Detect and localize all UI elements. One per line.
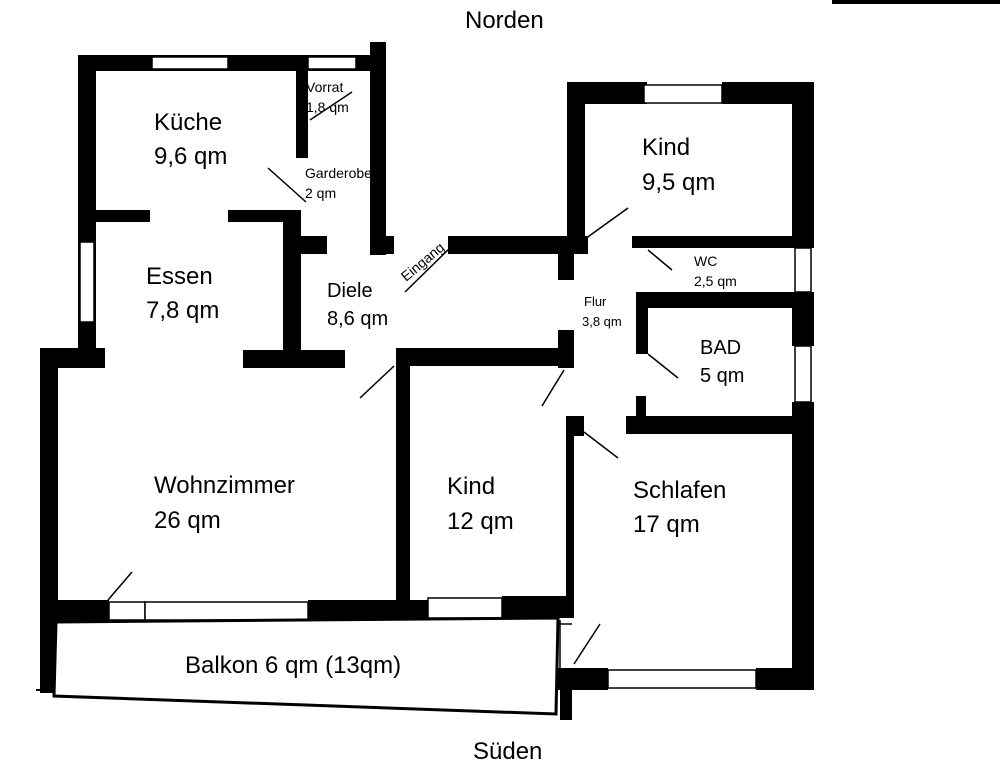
room-essen-name: Essen xyxy=(146,263,213,290)
room-schlafen-name: Schlafen xyxy=(633,477,726,504)
room-wohnzimmer-area: 26 qm xyxy=(154,507,221,534)
room-kueche-area: 9,6 qm xyxy=(154,143,227,170)
walls xyxy=(40,42,814,720)
room-diele-name: Diele xyxy=(327,280,373,302)
room-garderobe-area: 2 qm xyxy=(305,185,336,201)
label-north: Norden xyxy=(465,7,544,34)
room-flur-name: Flur xyxy=(584,294,607,309)
room-vorrat-name: Vorrat xyxy=(306,79,343,95)
room-kind-south-area: 12 qm xyxy=(447,508,514,535)
balcony-label: Balkon 6 qm (13qm) xyxy=(185,652,401,679)
top-right-line xyxy=(832,0,1000,4)
room-vorrat-area: 1,8 qm xyxy=(306,99,349,115)
balcony-outline xyxy=(52,616,560,716)
room-wohnzimmer-name: Wohnzimmer xyxy=(154,472,295,499)
room-wc-name: WC xyxy=(694,253,717,269)
room-kind-north-area: 9,5 qm xyxy=(642,169,715,196)
room-essen-area: 7,8 qm xyxy=(146,297,219,324)
room-wc-area: 2,5 qm xyxy=(694,273,737,289)
room-kueche-name: Küche xyxy=(154,109,222,136)
doors xyxy=(107,91,679,668)
room-schlafen-area: 17 qm xyxy=(633,511,700,538)
room-flur-area: 3,8 qm xyxy=(582,314,622,329)
room-bad-area: 5 qm xyxy=(700,365,744,387)
label-eingang: Eingang xyxy=(398,239,448,284)
room-kind-north-name: Kind xyxy=(642,134,690,161)
room-bad-name: BAD xyxy=(700,337,741,359)
windows xyxy=(79,56,812,689)
room-kind-south-name: Kind xyxy=(447,473,495,500)
room-garderobe-name: Garderobe xyxy=(305,165,372,181)
room-diele-area: 8,6 qm xyxy=(327,308,388,330)
label-south: Süden xyxy=(473,738,542,765)
